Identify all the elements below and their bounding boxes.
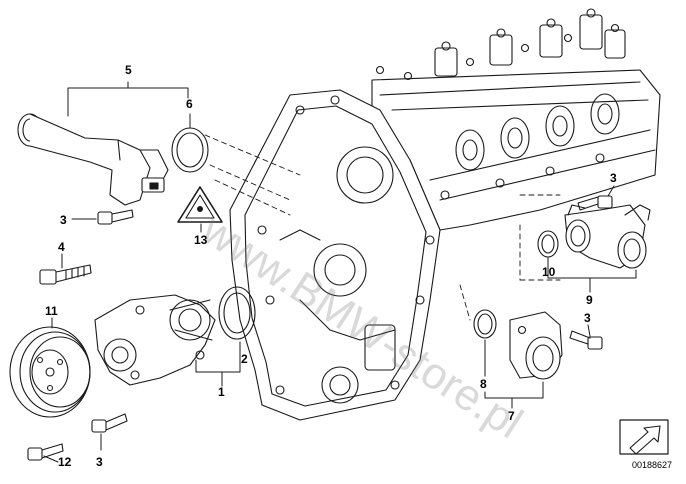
- part-6-o-ring: [171, 127, 209, 173]
- part-5-coolant-pipe: [17, 113, 169, 206]
- callout-13: 13: [194, 233, 208, 247]
- cylinder-head: [371, 8, 661, 231]
- part-9-thermostat-housing: [564, 204, 651, 269]
- callout-8: 8: [480, 377, 487, 391]
- callout-3-upper-left: 3: [60, 213, 67, 227]
- callout-12: 12: [58, 455, 72, 469]
- part-8-seal-ring: [473, 309, 497, 339]
- callout-3-lower-left: 3: [96, 455, 103, 469]
- part-11-pulley: [9, 326, 91, 418]
- part-3-bolts: [91, 195, 613, 433]
- part-7-flange: [509, 311, 563, 380]
- callout-3-right-lower: 3: [584, 311, 591, 325]
- callout-3-right-upper: 3: [610, 171, 617, 185]
- callout-7: 7: [508, 409, 515, 423]
- part-4-bolt: [39, 264, 92, 285]
- part-12-bolt: [27, 443, 64, 461]
- dashed-guide-lines: [204, 134, 561, 321]
- callout-4: 4: [58, 240, 65, 254]
- part-10-seal-ring: [537, 230, 559, 258]
- part-13-warning-sticker: [177, 186, 223, 223]
- callout-10: 10: [542, 265, 556, 279]
- callout-9: 9: [586, 293, 593, 307]
- callout-11: 11: [45, 304, 58, 318]
- next-page-arrow-icon: [619, 419, 669, 455]
- callout-leaders: [43, 81, 637, 463]
- callout-2: 2: [241, 352, 248, 366]
- callout-6: 6: [186, 97, 193, 111]
- part-1-water-pump: [94, 294, 216, 386]
- diagram-reference-number: 00188627: [631, 460, 672, 470]
- callout-1: 1: [218, 385, 225, 399]
- callout-5: 5: [125, 63, 132, 77]
- part-2-gasket: [218, 286, 256, 340]
